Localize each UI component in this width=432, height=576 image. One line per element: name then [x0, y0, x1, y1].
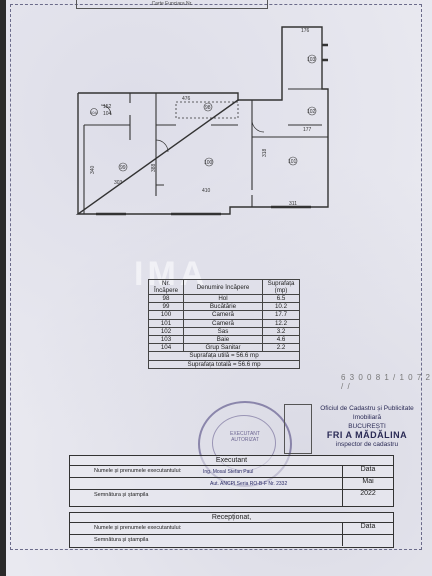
cell: 12.2 — [262, 318, 300, 328]
windows — [96, 43, 328, 216]
dim-label: 152 — [103, 104, 112, 110]
office-line1: Oficiul de Cadastru și Publicitate Imobi… — [320, 405, 414, 421]
executant-cert-row: Aut. ANCPI Seria RO-B-F Nr. 2332 Mai — [70, 478, 393, 490]
executant-table: Executant Numele și prenumele executantu… — [69, 455, 394, 507]
cell: Cameră — [183, 310, 263, 320]
room-number-100: 100 — [204, 160, 213, 166]
header-suprafata: Suprafața (mp) — [262, 279, 300, 295]
cell: 98 — [148, 293, 184, 304]
room-number-104: 104 — [90, 110, 97, 115]
office-stamp-lines: Oficiul de Cadastru și Publicitate Imobi… — [314, 404, 420, 449]
cell: 102 — [148, 326, 184, 337]
header-text: Carte Funciara Nr. — [151, 1, 193, 7]
cell: 103 — [148, 335, 184, 345]
cell: 2.2 — [262, 343, 300, 353]
room-table: Nr. Încăpere Denumire încăpere Suprafața… — [148, 279, 300, 369]
room-number-102: 102 — [307, 109, 316, 115]
cell: 104 — [148, 343, 184, 353]
date-year: 2022 — [342, 490, 393, 506]
receptionat-sign-row: Semnătura și ștampila — [70, 535, 393, 546]
dim-label: 104 — [103, 111, 112, 117]
room-number-98: 98 — [205, 105, 211, 111]
wall-sas — [288, 88, 322, 126]
dim-label: 340 — [90, 165, 96, 174]
total-totala: Suprafața totală = 56.6 mp — [148, 359, 300, 369]
executant-sign-row: Semnătura și ștampila 2022 — [70, 490, 393, 506]
wall-kitchen — [155, 93, 164, 196]
receptionat-name-row: Numele și prenumele executantului: Data — [70, 523, 393, 535]
receptionat-name-label: Numele și prenumele executantului: — [94, 525, 182, 531]
cell: Hol — [183, 293, 263, 304]
door-arc — [251, 119, 265, 133]
cell: Bucătărie — [183, 302, 263, 312]
cell: 99 — [148, 302, 184, 312]
document-sheet: Carte Funciara Nr. — [6, 0, 432, 576]
total-util: Suprafața utilă = 56.6 mp — [148, 351, 300, 361]
dim-label: 318 — [262, 148, 268, 157]
dim-label: 311 — [289, 201, 297, 207]
cell: 101 — [148, 318, 184, 328]
date-month: Mai — [342, 478, 393, 489]
cell: Grup Sanitar — [183, 343, 263, 353]
header-nr: Nr. Încăpere — [148, 279, 184, 295]
office-line2: BUCUREȘTI — [348, 423, 386, 430]
cell: Cameră — [183, 318, 263, 328]
page-border — [10, 4, 422, 550]
cell: 17.7 — [262, 310, 300, 320]
executant-name-row: Numele și prenumele executantului: Ing. … — [70, 466, 393, 478]
stamp-number: 6 3 0 0 8 1 / 1 0 7 2 / / — [341, 373, 431, 391]
door-arc — [155, 139, 169, 153]
door-arc — [100, 104, 112, 116]
floor-plan: 176 476 152 104 303 410 311 177 318 340 … — [75, 26, 329, 216]
office-line4: inspector de cadastru — [335, 441, 399, 448]
dim-label: 176 — [301, 28, 310, 34]
executant-name-label: Numele și prenumele executantului: — [94, 468, 182, 474]
seal-text: EXECUTANT AUTORIZAT — [230, 431, 260, 443]
receptionat-table: Recepționat, Numele și prenumele executa… — [69, 512, 394, 548]
wall — [78, 92, 239, 101]
executant-title: Executant — [70, 456, 393, 466]
executant-sign-label: Semnătura și ștampila — [94, 492, 149, 498]
dim-label: 410 — [202, 188, 211, 194]
cell: Baie — [183, 335, 263, 345]
receptionat-title: Recepționat, — [70, 513, 393, 523]
cell: 10.2 — [262, 302, 300, 312]
cell: 6.5 — [262, 293, 300, 304]
cell: 3.2 — [262, 326, 300, 337]
receptionat-sign-label: Semnătura și ștampila — [94, 537, 149, 543]
receptionat-date-label: Data — [342, 523, 393, 534]
room-number-99: 99 — [120, 165, 126, 171]
date-label: Data — [342, 466, 393, 477]
room-number-101: 101 — [288, 159, 297, 165]
room-number-103: 103 — [307, 57, 316, 63]
executant-name-value: Ing. Mosal Stefan Paul — [203, 469, 254, 475]
header-box: Carte Funciara Nr. — [76, 0, 268, 9]
cell: Sas — [183, 326, 263, 337]
total-totala-row: Suprafața totală = 56.6 mp — [148, 359, 300, 369]
office-line3: FRI A MĂDĂLINA — [326, 430, 408, 440]
office-stamp: Oficiul de Cadastru și Publicitate Imobi… — [284, 404, 419, 454]
cell: 4.6 — [262, 335, 300, 345]
hall-dashed — [175, 101, 239, 119]
receptionat-date-blank — [342, 535, 393, 546]
dim-label: 303 — [114, 180, 123, 186]
dim-label: 476 — [182, 96, 191, 102]
cell: 100 — [148, 310, 184, 320]
dim-label: 177 — [303, 127, 312, 133]
total-util-row: Suprafața utilă = 56.6 mp — [148, 351, 300, 361]
table-header-row: Nr. Încăpere Denumire încăpere Suprafața… — [148, 279, 300, 295]
dim-label: 388 — [151, 163, 157, 172]
executant-cert: Aut. ANCPI Seria RO-B-F Nr. 2332 — [210, 481, 288, 487]
header-denumire: Denumire încăpere — [183, 279, 263, 295]
office-stamp-box — [284, 404, 312, 454]
